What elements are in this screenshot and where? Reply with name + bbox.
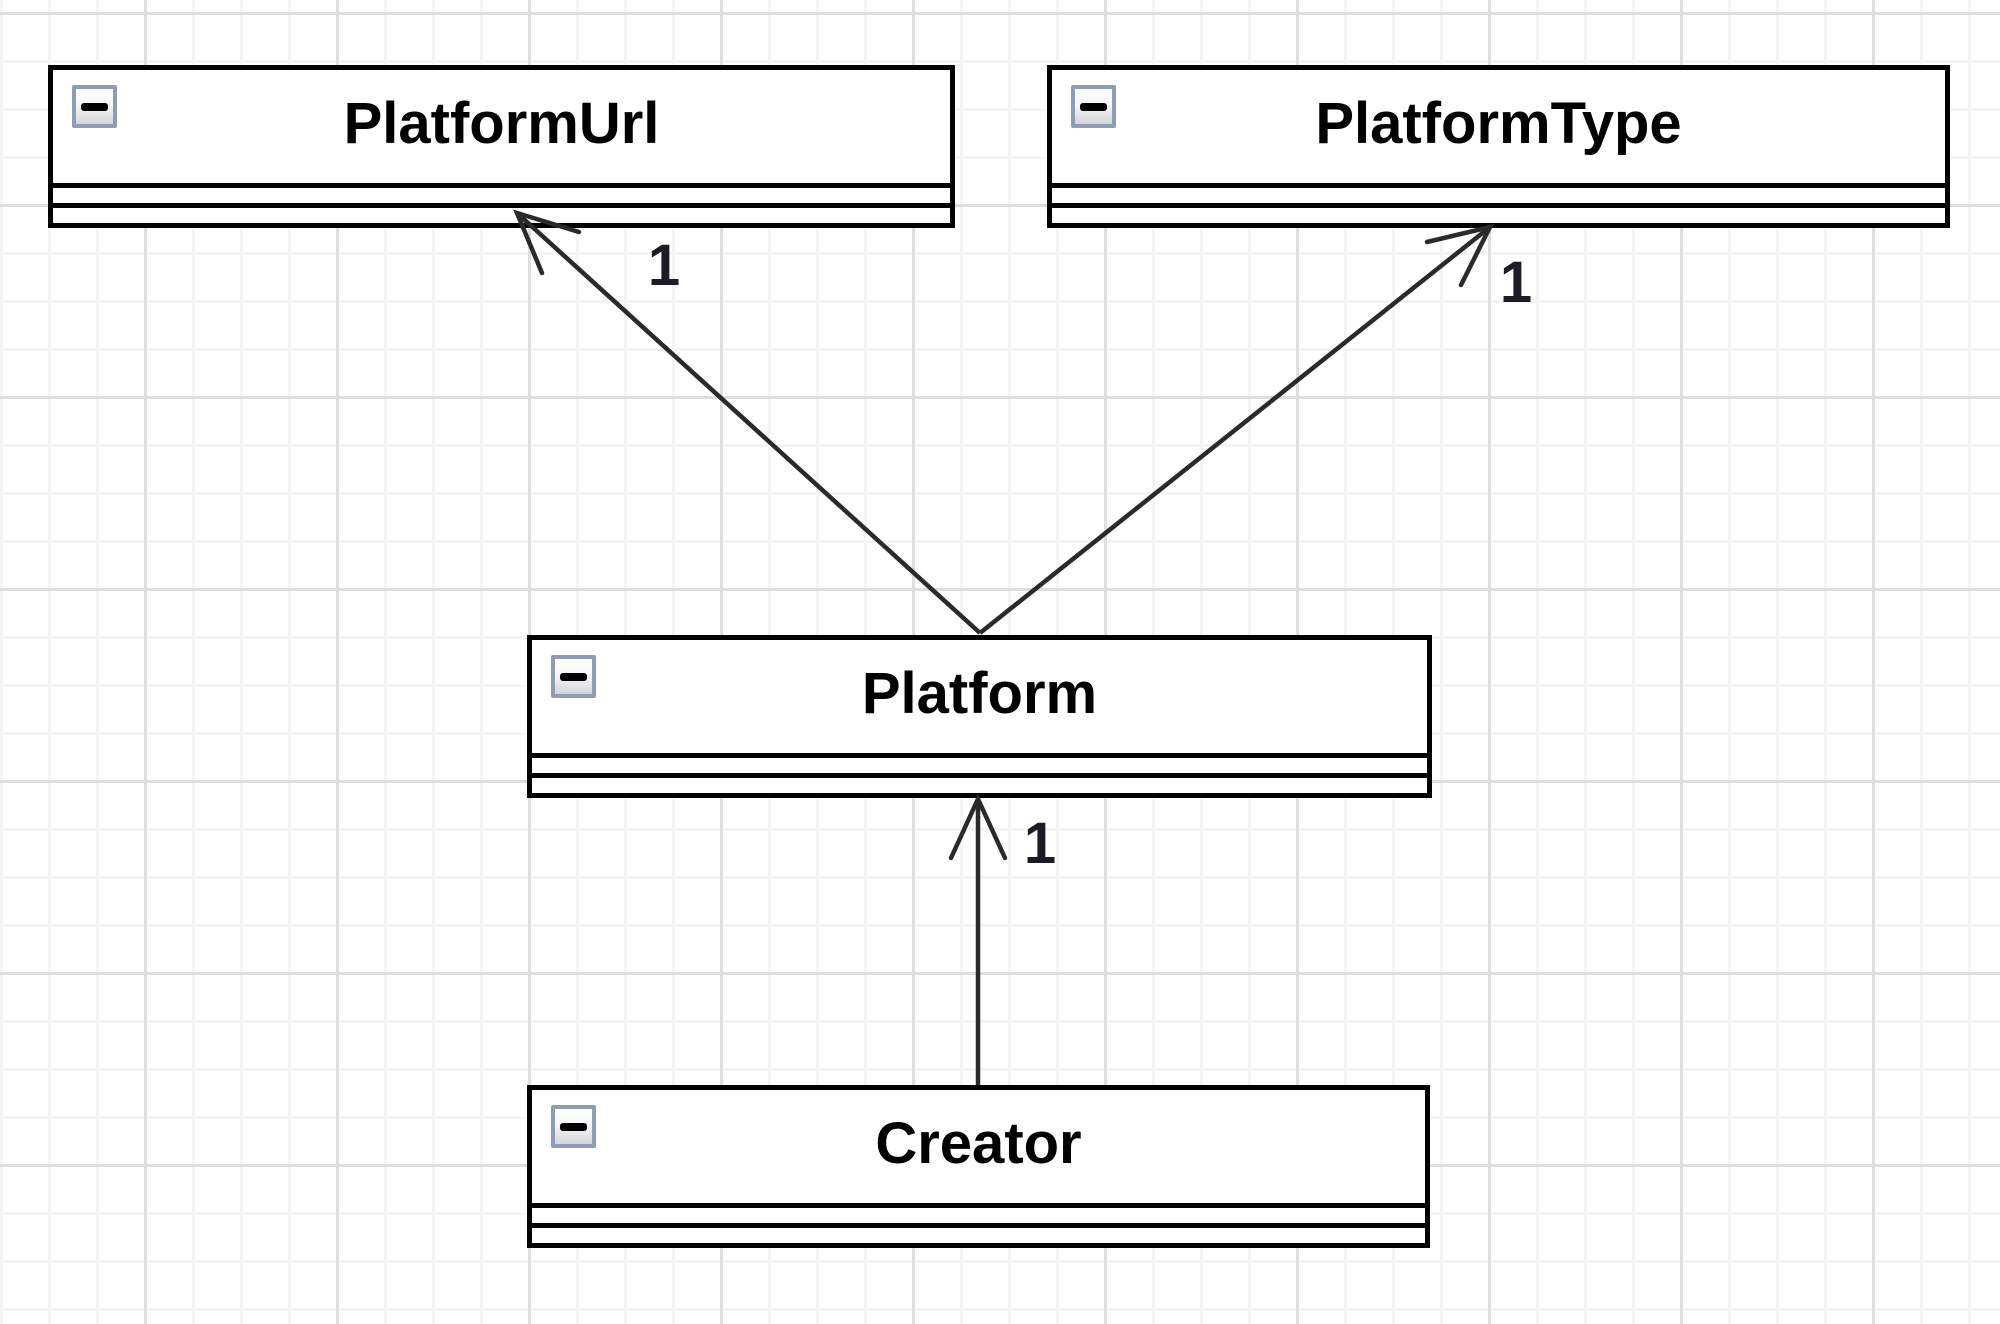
- attributes-compartment[interactable]: [532, 1203, 1425, 1223]
- open-arrowhead-icon: [1424, 223, 1495, 288]
- class-title-compartment: Creator: [532, 1090, 1425, 1203]
- operations-compartment[interactable]: [532, 773, 1427, 793]
- attributes-compartment[interactable]: [53, 183, 950, 203]
- collapse-minus-icon[interactable]: [72, 85, 117, 128]
- attributes-compartment[interactable]: [1052, 183, 1945, 203]
- multiplicity-label-platformtype: 1: [1499, 250, 1533, 315]
- multiplicity-label-platform: 1: [1023, 811, 1057, 876]
- minus-glyph: [81, 102, 108, 111]
- minus-glyph: [560, 672, 587, 681]
- class-title-compartment: PlatformType: [1052, 70, 1945, 183]
- collapse-minus-icon[interactable]: [1071, 85, 1116, 128]
- multiplicity-label-platformurl: 1: [647, 233, 681, 298]
- class-title-compartment: PlatformUrl: [53, 70, 950, 183]
- class-title-compartment: Platform: [532, 640, 1427, 753]
- minus-glyph: [560, 1122, 587, 1131]
- open-arrowhead-icon: [948, 793, 1008, 861]
- class-name-label: PlatformType: [1315, 90, 1682, 156]
- class-box-creator[interactable]: Creator: [527, 1085, 1430, 1248]
- attributes-compartment[interactable]: [532, 753, 1427, 773]
- operations-compartment[interactable]: [1052, 203, 1945, 223]
- association-platform-to-platformurl[interactable]: [513, 209, 982, 635]
- association-platform-to-platformtype[interactable]: [978, 223, 1495, 635]
- minus-glyph: [1080, 102, 1107, 111]
- operations-compartment[interactable]: [532, 1223, 1425, 1243]
- class-name-label: Creator: [875, 1110, 1082, 1176]
- class-name-label: PlatformUrl: [343, 90, 660, 156]
- collapse-minus-icon[interactable]: [551, 655, 596, 698]
- class-box-platformtype[interactable]: PlatformType: [1047, 65, 1950, 228]
- operations-compartment[interactable]: [53, 203, 950, 223]
- class-name-label: Platform: [861, 660, 1098, 726]
- class-box-platformurl[interactable]: PlatformUrl: [48, 65, 955, 228]
- association-creator-to-platform[interactable]: [948, 793, 1008, 1085]
- class-box-platform[interactable]: Platform: [527, 635, 1432, 798]
- collapse-minus-icon[interactable]: [551, 1105, 596, 1148]
